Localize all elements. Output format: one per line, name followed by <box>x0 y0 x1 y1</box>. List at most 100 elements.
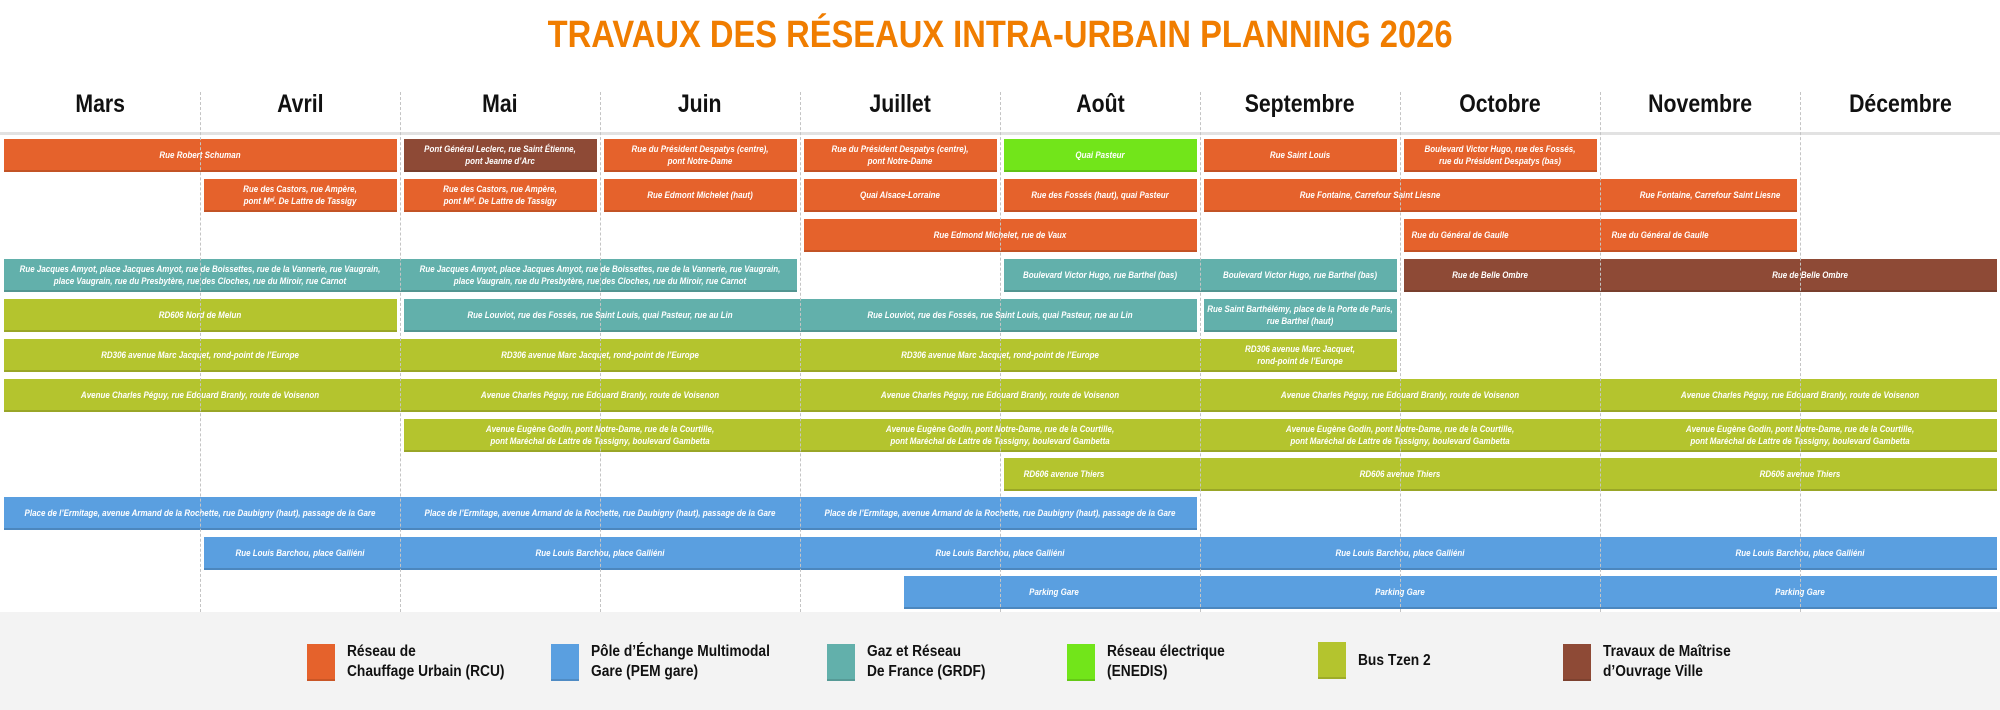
task-label: Rue du Général de Gaulle <box>1611 229 1709 241</box>
task-label: RD306 avenue Marc Jacquet, rond-point de… <box>901 349 1099 361</box>
month-gridline <box>1000 92 1001 612</box>
task-label: Rue des Castors, rue Ampère, pont Mᵃˡ. D… <box>443 183 557 207</box>
task-label: Rue Louis Barchou, place Galliéni <box>1735 547 1865 559</box>
task-label: Boulevard Victor Hugo, rue Barthel (bas) <box>1222 269 1378 281</box>
month-header: Mars Avril Mai Juin Juillet Août Septembre Octo… <box>0 90 2000 132</box>
task-label: Rue de Belle Ombre <box>1772 269 1848 281</box>
month-label-text: Décembre <box>1848 90 1952 118</box>
task-bar-grdf <box>1204 299 1397 332</box>
task-bar-moa <box>1404 259 1997 292</box>
task-label: Rue Robert Schuman <box>159 149 241 161</box>
month-gridline <box>800 92 801 612</box>
task-label: Place de l’Ermitage, avenue Armand de la… <box>24 507 376 519</box>
month-label: Novembre <box>1600 90 1800 119</box>
task-label: Parking Gare <box>1775 586 1825 598</box>
task-label: RD306 avenue Marc Jacquet, rond-point de… <box>1244 343 1356 367</box>
task-bar-tzen <box>1004 458 1997 491</box>
task-label: RD606 avenue Thiers <box>1023 468 1105 480</box>
task-label: Place de l’Ermitage, avenue Armand de la… <box>424 507 776 519</box>
month-label: Octobre <box>1400 90 1600 119</box>
legend-label: Bus Tzen 2 <box>1358 651 1431 669</box>
task-label: Rue Jacques Amyot, place Jacques Amyot, … <box>419 263 781 287</box>
task-label: Parking Gare <box>1375 586 1425 598</box>
task-label: Rue du Président Despatys (centre), pont… <box>831 143 969 167</box>
month-gridline <box>1600 92 1601 612</box>
month-label-text: Novembre <box>1648 90 1752 118</box>
task-label: Pont Général Leclerc, rue Saint Étienne,… <box>424 143 576 167</box>
task-label: Rue Louviot, rue des Fossés, rue Saint L… <box>867 309 1133 321</box>
legend-item-tzen: Bus Tzen 2 <box>1318 642 1442 679</box>
month-label-text: Juin <box>678 90 722 118</box>
task-bar-rcu <box>804 139 997 172</box>
month-label-text: Août <box>1075 90 1125 118</box>
task-label: Boulevard Victor Hugo, rue Barthel (bas) <box>1022 269 1178 281</box>
month-label: Juillet <box>800 90 1000 119</box>
legend-label: Pôle d’Échange Multimodal Gare (PEM gare… <box>591 643 770 680</box>
month-label: Mars <box>0 90 200 119</box>
legend-swatch <box>1563 643 1591 681</box>
task-bar-rcu <box>804 179 997 212</box>
task-label: Avenue Charles Péguy, rue Edouard Branly… <box>480 389 720 401</box>
month-gridline <box>1800 92 1801 612</box>
legend-item-pem: Pôle d’Échange Multimodal Gare (PEM gare… <box>551 642 799 682</box>
chart-title: TRAVAUX DES RÉSEAUX INTRA-URBAIN PLANNIN… <box>0 14 2000 57</box>
task-label: RD306 avenue Marc Jacquet, rond-point de… <box>101 349 299 361</box>
task-label: Rue Saint Louis <box>1269 149 1331 161</box>
task-label: Rue du Général de Gaulle <box>1411 229 1509 241</box>
task-label: Rue du Président Despatys (centre), pont… <box>631 143 769 167</box>
gantt-chart: Rue Robert Schuman Pont Général Leclerc, … <box>4 92 1997 612</box>
legend-label: Travaux de Maîtrise d’Ouvrage Ville <box>1603 643 1731 680</box>
task-label: Rue Louviot, rue des Fossés, rue Saint L… <box>467 309 733 321</box>
task-bar-pem <box>204 537 1997 570</box>
legend-item-grdf: Gaz et Réseau De France (GRDF) <box>827 642 1005 682</box>
task-label: Avenue Eugène Godin, pont Notre-Dame, ru… <box>1285 423 1515 447</box>
task-bar-rcu <box>1204 179 1797 212</box>
task-label: Avenue Charles Péguy, rue Edouard Branly… <box>80 389 320 401</box>
task-label: Avenue Charles Péguy, rue Edouard Branly… <box>1280 389 1520 401</box>
task-label: RD306 avenue Marc Jacquet, rond-point de… <box>501 349 699 361</box>
month-gridline <box>1200 92 1201 612</box>
month-label: Août <box>1000 90 1200 119</box>
month-label: Septembre <box>1200 90 1400 119</box>
task-label: Avenue Charles Péguy, rue Edouard Branly… <box>880 389 1120 401</box>
month-label-text: Avril <box>276 90 324 118</box>
task-label: RD606 Nord de Melun <box>158 309 242 321</box>
task-label: Rue Fontaine, Carrefour Saint Liesne <box>1299 189 1441 201</box>
task-bar-rcu <box>404 179 597 212</box>
legend-swatch <box>551 643 579 681</box>
task-label: Avenue Eugène Godin, pont Notre-Dame, ru… <box>485 423 715 447</box>
legend-item-enedis: Réseau électrique (ENEDIS) <box>1067 642 1244 682</box>
month-label: Juin <box>600 90 800 119</box>
chart-title-text: TRAVAUX DES RÉSEAUX INTRA-URBAIN PLANNIN… <box>547 14 1453 56</box>
task-bar-rcu <box>1204 139 1397 172</box>
task-label: Avenue Eugène Godin, pont Notre-Dame, ru… <box>885 423 1115 447</box>
task-label: Quai Alsace-Lorraine <box>860 189 940 201</box>
task-label: Rue Saint Barthélémy, place de la Porte … <box>1207 303 1393 327</box>
task-bar-moa <box>404 139 597 172</box>
task-label: Parking Gare <box>1029 586 1079 598</box>
legend-label: Gaz et Réseau De France (GRDF) <box>867 643 986 680</box>
month-label-text: Septembre <box>1245 90 1355 118</box>
legend-swatch <box>1318 642 1346 679</box>
task-label: Place de l’Ermitage, avenue Armand de la… <box>824 507 1176 519</box>
task-label: Avenue Eugène Godin, pont Notre-Dame, ru… <box>1685 423 1915 447</box>
month-gridline <box>600 92 601 612</box>
task-bar-tzen <box>4 339 1397 372</box>
task-bar-enedis <box>1004 139 1197 172</box>
task-label: Rue Louis Barchou, place Galliéni <box>535 547 665 559</box>
task-label: Rue Louis Barchou, place Galliéni <box>235 547 365 559</box>
task-bar-rcu <box>1404 139 1597 172</box>
month-gridline <box>1400 92 1401 612</box>
task-bar-pem <box>904 576 1997 609</box>
task-label: Rue Louis Barchou, place Galliéni <box>935 547 1065 559</box>
month-label-text: Mai <box>482 90 518 118</box>
legend: Réseau de Chauffage Urbain (RCU) Pôle d’É… <box>0 612 2000 710</box>
month-label: Mai <box>400 90 600 119</box>
month-label: Avril <box>200 90 400 119</box>
task-bar-rcu <box>604 179 797 212</box>
month-label-text: Juillet <box>869 90 931 118</box>
legend-swatch <box>827 643 855 681</box>
month-label-text: Octobre <box>1459 90 1541 118</box>
legend-item-rcu: Réseau de Chauffage Urbain (RCU) <box>307 642 530 682</box>
task-label: Rue de Belle Ombre <box>1452 269 1528 281</box>
